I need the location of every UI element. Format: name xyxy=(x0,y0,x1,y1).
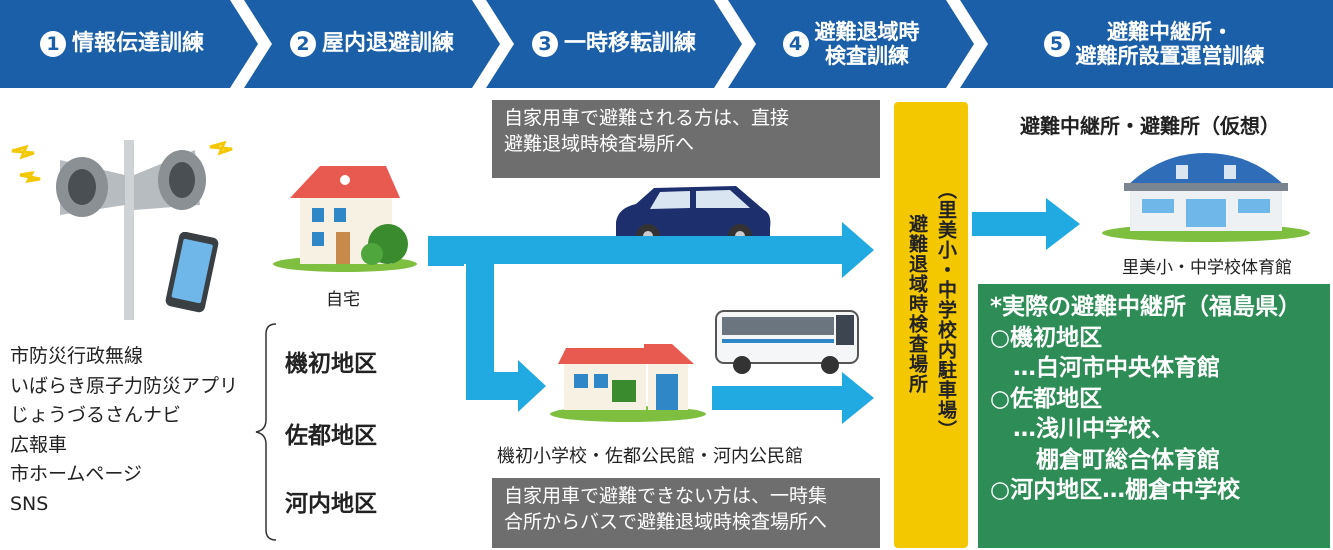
step-5-chevron xyxy=(960,0,1333,88)
info-channel: じょうづるさんナビ xyxy=(10,404,182,426)
info-channel-list: 市防災行政無線 いばらき原子力防災アプリ じょうづるさんナビ 広報車 市ホームペ… xyxy=(10,342,238,519)
assembly-school-icon xyxy=(550,344,706,422)
inspection-site-sub: （里美小・中学校内駐車場） xyxy=(935,180,957,440)
home-label: 自宅 xyxy=(326,290,360,310)
step-2: 2 屋内退避訓練 xyxy=(262,22,482,66)
step-4-label: 避難退域時 検査訓練 xyxy=(814,19,920,68)
info-channel: 広報車 xyxy=(10,433,68,456)
step-2-chevron xyxy=(244,0,500,88)
step-3: 3 一時移転訓練 xyxy=(504,22,724,66)
district-brace xyxy=(255,323,277,541)
car-evacuation-text: 自家用車で避難される方は、直接 避難退域時検査場所へ xyxy=(504,107,790,155)
inspection-site-bar xyxy=(894,102,968,548)
bus-evacuation-text: 自家用車で避難できない方は、一時集 合所からバスで避難退域時検査場所へ xyxy=(504,485,828,533)
info-channel: SNS xyxy=(10,492,49,515)
actual-relay-line: ○機初地区 xyxy=(990,324,1103,351)
step-4-chevron xyxy=(728,0,974,88)
assembly-points-label: 機初小学校・佐都公民館・河内公民館 xyxy=(497,446,803,467)
bus-icon xyxy=(715,310,859,374)
actual-relay-line: ○河内地区…棚倉中学校 xyxy=(990,477,1241,504)
step-4-number: 4 xyxy=(782,31,809,57)
step-1-label: 情報伝達訓練 xyxy=(71,31,204,57)
actual-relay-title: *実際の避難中継所（福島県） xyxy=(990,294,1302,320)
info-channel: 市ホームページ xyxy=(10,463,143,485)
info-channel: 市防災行政無線 xyxy=(10,345,144,367)
district-kihatsu: 機初地区 xyxy=(285,351,377,377)
step-2-label: 屋内退避訓練 xyxy=(321,31,454,57)
district-sato: 佐都地区 xyxy=(285,423,377,449)
relay-title: 避難中継所・避難所（仮想） xyxy=(1020,114,1280,138)
home-icon xyxy=(273,166,417,272)
step-header-bar xyxy=(0,0,1333,88)
actual-relay-line: …浅川中学校、 xyxy=(990,416,1174,443)
bus-evacuation-note: 自家用車で避難できない方は、一時集 合所からバスで避難退域時検査場所へ xyxy=(492,478,880,548)
step-5-label: 避難中継所・ 避難所設置運営訓練 xyxy=(1075,19,1265,68)
step-1: 1 情報伝達訓練 xyxy=(8,22,236,66)
step-3-chevron xyxy=(486,0,742,88)
inspection-site-label: 避難退域時検査場所 xyxy=(906,214,928,394)
smartphone-icon xyxy=(165,232,219,313)
relay-building-label: 里美小・中学校体育館 xyxy=(1122,258,1292,278)
step-4: 4 避難退域時 検査訓練 xyxy=(746,10,956,78)
actual-relay-box: *実際の避難中継所（福島県） ○機初地区 …白河市中央体育館 ○佐都地区 …浅川… xyxy=(978,284,1330,548)
district-kawauchi: 河内地区 xyxy=(285,491,377,517)
actual-relay-line: …白河市中央体育館 xyxy=(990,355,1220,382)
step-5: 5 避難中継所・ 避難所設置運営訓練 xyxy=(984,10,1324,78)
info-channel: いばらき原子力防災アプリ xyxy=(10,374,239,397)
gymnasium-icon xyxy=(1102,153,1310,242)
car-evacuation-note: 自家用車で避難される方は、直接 避難退域時検査場所へ xyxy=(492,100,880,178)
step-3-label: 一時移転訓練 xyxy=(563,31,696,57)
actual-relay-line: 棚倉町総合体育館 xyxy=(990,446,1220,473)
step-3-number: 3 xyxy=(531,31,558,57)
actual-relay-line: ○佐都地区 xyxy=(990,385,1103,412)
step-2-number: 2 xyxy=(289,31,316,57)
step-1-number: 1 xyxy=(39,31,66,57)
step-1-chevron xyxy=(0,0,258,88)
loudspeaker-icon xyxy=(11,140,233,320)
step-5-number: 5 xyxy=(1043,31,1070,57)
